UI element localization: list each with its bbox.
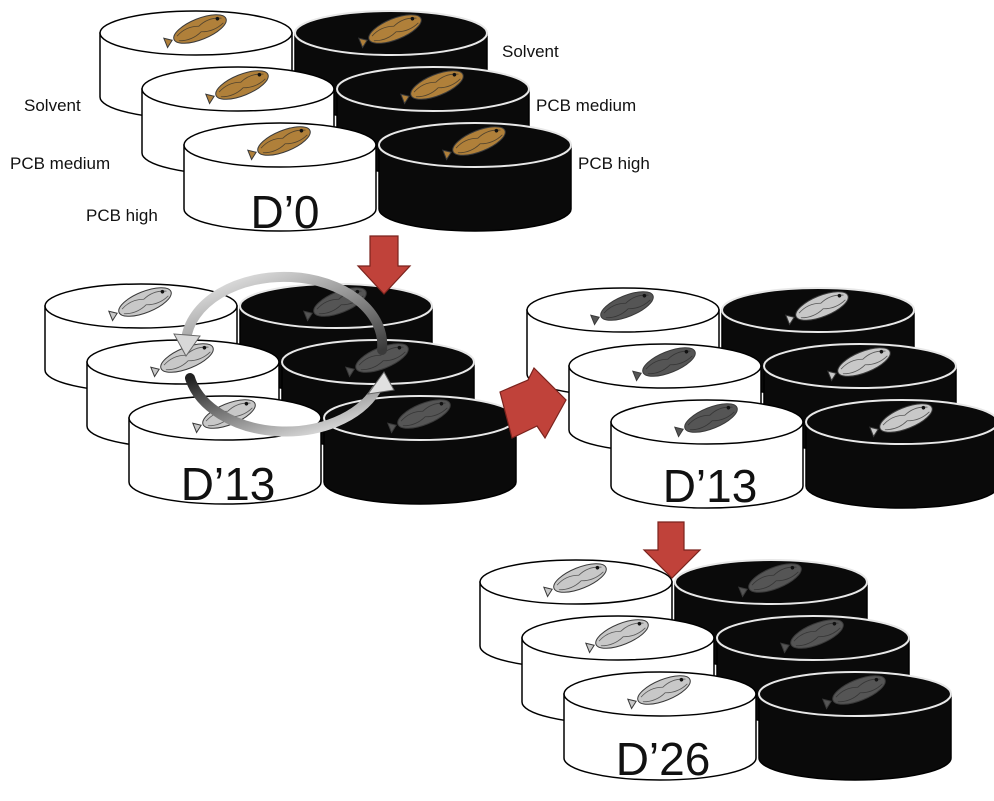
tank-group-d13-left [44,283,517,505]
tank-group-d0-black-pcb-high-fish [441,126,506,161]
tank-group-d26-black-pcb-medium-fish [779,619,844,654]
label-pcb-high-right: PCB high [578,154,650,173]
tank-group-d13-right-white-pcb-high [610,399,804,509]
tank-group-d0-black-pcb-high [378,122,572,232]
tank-group-d0-white-pcb-high-fish [246,126,311,161]
swap-cycle-arrows [173,271,395,437]
tank-group-d13-left-black-pcb-medium-fish [344,343,409,378]
tank-group-d13-left-white-solvent-fish [107,287,172,322]
day-label-d0: D’0 [250,186,319,238]
tank-group-d0-black-pcb-medium-fish [399,70,464,105]
tank-group-d0 [99,10,572,232]
tank-group-d26-black-pcb-high-fish [821,675,886,710]
tank-group-d13-right-white-pcb-high-fish [673,403,738,438]
arrow-right-d13-to-d13 [499,366,567,440]
tank-group-d26-white-pcb-high [563,671,757,781]
tank-group-d26-black-solvent-fish [737,563,802,598]
tank-group-d26-white-pcb-medium-fish [584,619,649,654]
tank-group-d13-right-black-pcb-high-fish [868,403,933,438]
arrows-layer [173,235,702,579]
day-label-d26: D’26 [616,733,711,785]
text-layer: D’0 D’13 D’13 D’26 [181,186,758,785]
label-solvent-right: Solvent [502,42,559,61]
tank-group-d0-black-solvent-fish [357,14,422,49]
label-solvent-left: Solvent [24,96,81,115]
tank-group-d13-right-white-solvent-fish [589,291,654,326]
tank-group-d0-white-pcb-medium-fish [204,70,269,105]
label-pcb-high-left: PCB high [86,206,158,225]
tank-group-d13-left-black-pcb-high [323,395,517,505]
tank-group-d0-white-solvent-fish [162,14,227,49]
tank-group-d13-right [526,287,994,509]
tank-group-d26-white-solvent-fish [542,563,607,598]
tank-group-d13-right-white-pcb-medium-fish [631,347,696,382]
tank-group-d26-black-pcb-high [758,671,952,781]
arrow-down-d13-to-d26 [642,521,702,579]
tank-group-d13-right-black-solvent-fish [784,291,849,326]
tank-group-d13-left-black-pcb-high-fish [386,399,451,434]
label-pcb-medium-right: PCB medium [536,96,637,115]
tank-group-d0-white-pcb-high [183,122,377,232]
tank-group-d13-right-black-pcb-high [805,399,994,509]
arrow-down-d0-to-d13 [356,235,412,295]
tank-group-d26 [479,559,952,781]
tank-group-d13-right-black-pcb-medium-fish [826,347,891,382]
day-label-d13-right: D’13 [663,460,758,512]
tank-group-d26-white-pcb-high-fish [626,675,691,710]
tank-group-d13-left-white-pcb-medium-fish [149,343,214,378]
label-pcb-medium-left: PCB medium [10,154,111,173]
day-label-d13-left: D’13 [181,458,276,510]
